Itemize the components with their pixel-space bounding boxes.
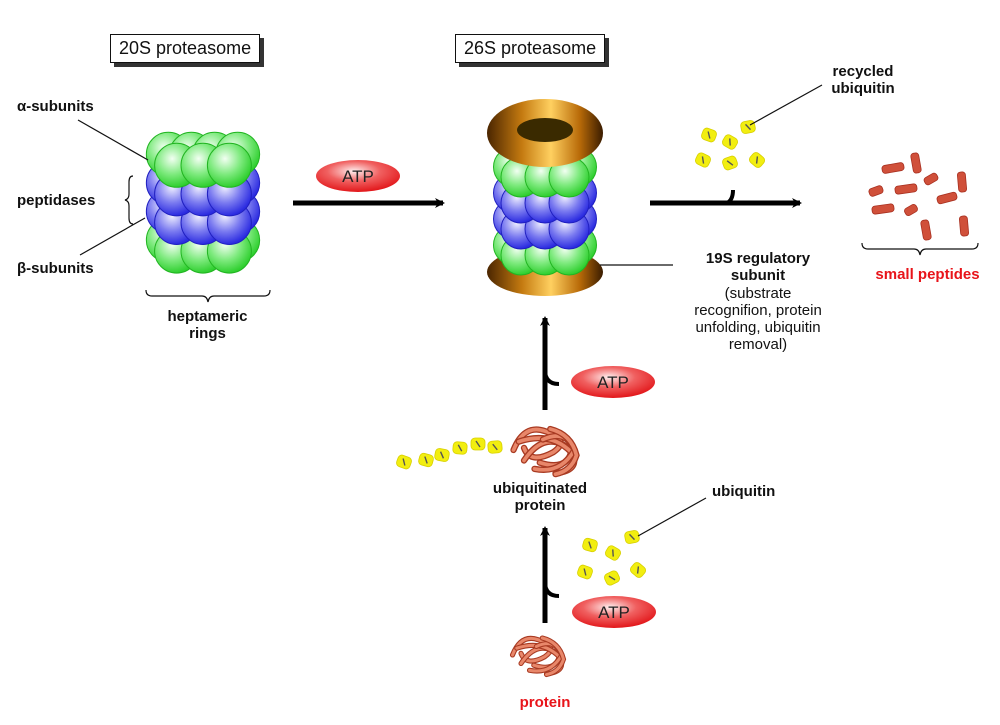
- ubiquitin-molecule: [695, 152, 711, 168]
- ubiquitin-molecule: [418, 452, 434, 468]
- atp-badge-top: [316, 160, 400, 192]
- proteasome-20s-illustration: [145, 131, 261, 274]
- ubiquitinated-protein-label: ubiquitinated protein: [470, 480, 610, 515]
- protein-label: protein: [519, 694, 571, 711]
- peptide-fragment: [871, 203, 895, 215]
- ubiquitin-molecule: [396, 454, 412, 470]
- ubiquitin-release-hook: [725, 189, 735, 205]
- protein-illustration: [509, 635, 567, 678]
- free-ubiquitin-group: [577, 530, 646, 586]
- ubiquitin-molecule: [577, 564, 593, 580]
- ubiquitin-molecule: [582, 537, 598, 553]
- atp-hook-bottom: [543, 581, 560, 598]
- recycled-ubiquitin-label: recycled ubiquitin: [818, 63, 908, 98]
- ubiquitinated-protein-illustration: [396, 425, 580, 478]
- beta-leader-line: [79, 217, 146, 256]
- proteasome-26s-illustration: [487, 99, 603, 296]
- ubiquitin-molecule: [701, 127, 717, 143]
- ubiquitin-label: ubiquitin: [712, 483, 776, 500]
- recycled-leader-line: [749, 84, 823, 126]
- recycled-line-2: ubiquitin: [831, 80, 895, 98]
- peptide-fragment: [910, 152, 922, 174]
- peptide-fragment: [894, 183, 918, 195]
- atp-hook-middle: [543, 369, 560, 386]
- reg-line-3: (substrate: [724, 284, 792, 302]
- peptidases-brace: [124, 175, 134, 225]
- ubiquitin-molecule: [605, 545, 621, 561]
- atp-label-top: ATP: [342, 167, 374, 186]
- ubiquitin-molecule: [434, 448, 450, 462]
- ubiquitin-molecule: [749, 152, 765, 168]
- protein-strand-highlight: [548, 427, 579, 476]
- reg-line-2: subunit: [730, 267, 786, 285]
- peptide-fragment: [923, 172, 939, 186]
- ubiquitin-leader-line: [637, 497, 707, 537]
- small-peptides-brace: [861, 242, 979, 256]
- alpha-leader-line: [77, 119, 149, 161]
- reg-line-4: recognifion, protein: [694, 301, 822, 319]
- peptide-fragment: [904, 203, 918, 217]
- heptameric-brace: [145, 289, 271, 303]
- ubiq-line-1: ubiquitinated: [492, 480, 588, 497]
- ubiquitin-molecule: [604, 570, 620, 586]
- heptameric-line-1: heptameric: [167, 308, 248, 325]
- peptide-fragment: [920, 219, 932, 241]
- title-26s-proteasome: 26S proteasome: [455, 34, 606, 63]
- atp-badge-bottom: [572, 596, 656, 628]
- peptide-fragment: [868, 185, 884, 197]
- ubiquitin-molecule: [452, 441, 468, 455]
- recycled-line-1: recycled: [832, 63, 894, 80]
- alpha-subunits-label: α-subunits: [17, 98, 94, 115]
- protein-strand-highlight: [540, 636, 566, 677]
- atp-label-bottom: ATP: [598, 603, 630, 622]
- peptide-fragment: [956, 171, 968, 193]
- recycled-ubiquitin-group: [695, 120, 765, 171]
- cap-hole: [517, 118, 573, 142]
- small-peptides-label: small peptides: [875, 266, 980, 283]
- title-20s-proteasome: 20S proteasome: [110, 34, 261, 63]
- reg-line-5: unfolding, ubiquitin: [695, 319, 821, 336]
- peptide-fragment: [881, 162, 905, 174]
- peptidases-label: peptidases: [17, 192, 96, 209]
- ubiquitin-molecule: [624, 530, 640, 544]
- beta-subunits-label: β-subunits: [17, 260, 94, 277]
- heptameric-line-2: rings: [189, 325, 226, 343]
- ubiquitin-molecule: [487, 440, 503, 454]
- atp-label-middle: ATP: [597, 373, 629, 392]
- heptameric-rings-label: heptameric rings: [150, 308, 265, 343]
- peptide-fragment: [958, 215, 970, 237]
- ubiquitin-molecule: [470, 437, 486, 451]
- ubiquitin-molecule: [722, 134, 738, 150]
- atp-badge-middle: [571, 366, 655, 398]
- reg-line-1: 19S regulatory: [705, 250, 811, 267]
- reg-line-6: removal): [728, 336, 788, 354]
- ubiquitin-molecule: [722, 155, 738, 171]
- peptide-fragment: [936, 191, 958, 205]
- alpha-subunit-sphere: [206, 142, 252, 188]
- small-peptides-group: [868, 152, 970, 241]
- regulatory-subunit-label: 19S regulatory subunit (substrate recogn…: [672, 250, 844, 354]
- ubiquitin-molecule: [630, 562, 646, 578]
- ubiq-line-2: protein: [514, 497, 566, 515]
- ubiquitin-molecule: [740, 120, 756, 134]
